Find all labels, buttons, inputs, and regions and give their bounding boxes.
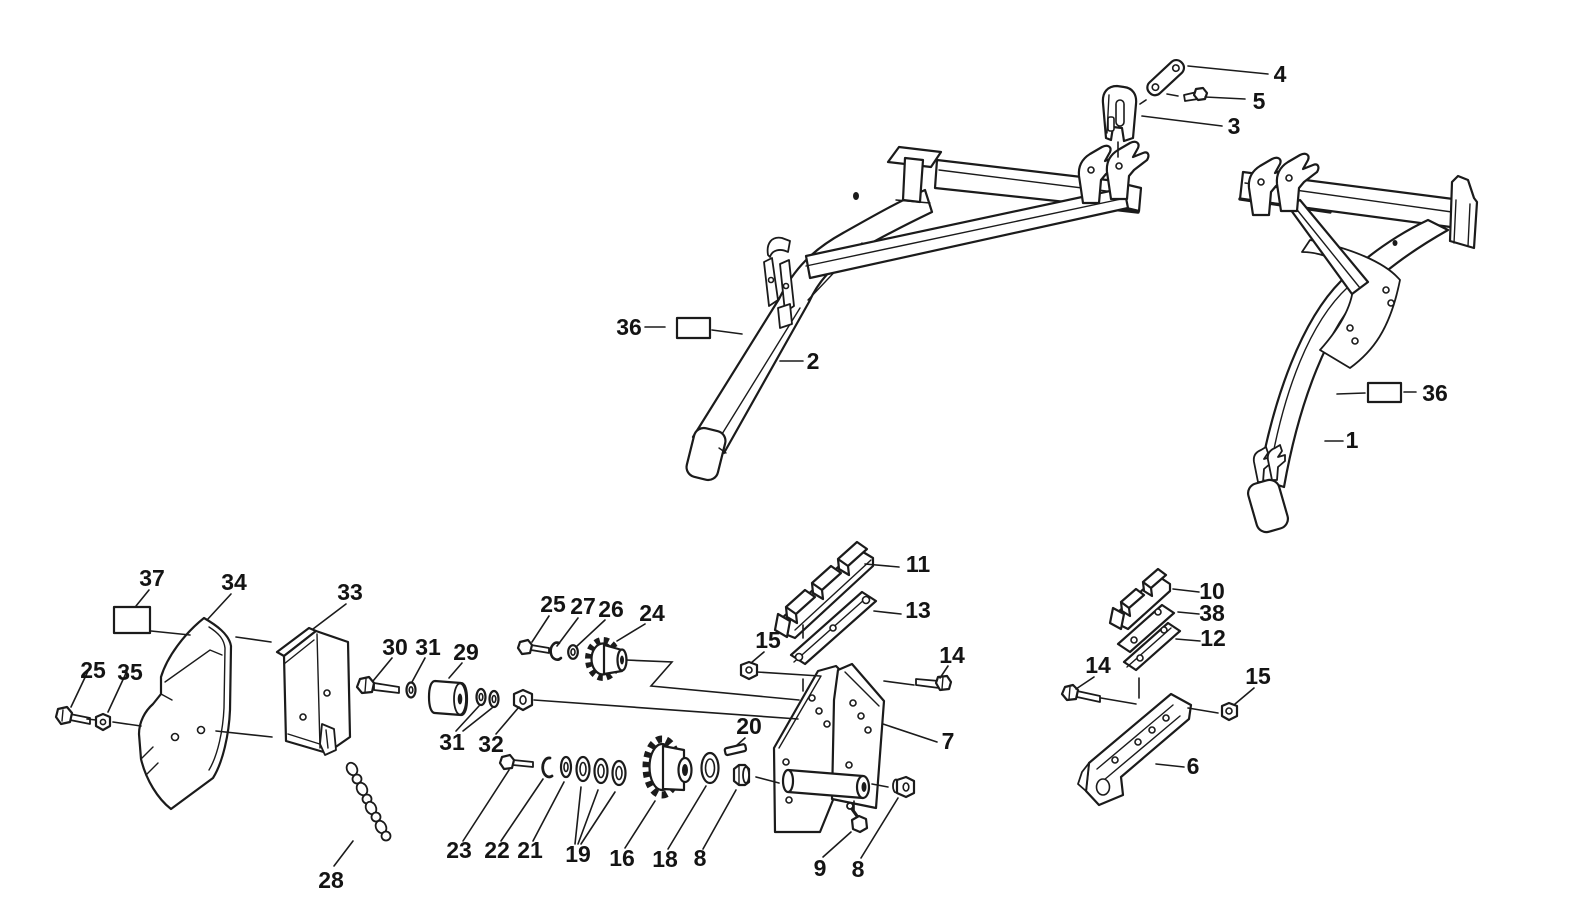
part-21-washer bbox=[559, 755, 573, 779]
callout-25-left: 25 bbox=[80, 657, 106, 683]
callout-31-lower: 31 bbox=[439, 729, 465, 755]
part-2-frame-left bbox=[685, 140, 1150, 482]
callout-34: 34 bbox=[221, 569, 247, 595]
callout-33: 33 bbox=[337, 579, 363, 605]
callout-labels: 4 5 3 36 2 36 1 37 34 33 25 35 30 31 29 … bbox=[80, 61, 1448, 893]
part-11-tread bbox=[773, 540, 875, 640]
callout-1: 1 bbox=[1346, 427, 1359, 453]
callout-16: 16 bbox=[609, 845, 635, 871]
part-24-sprocket bbox=[585, 637, 628, 681]
part-31-washer-a bbox=[405, 681, 417, 699]
callout-32: 32 bbox=[478, 731, 504, 757]
part-38-bar bbox=[1116, 603, 1176, 654]
callout-3: 3 bbox=[1228, 113, 1241, 139]
part-20-pin bbox=[723, 743, 748, 757]
callout-36-left: 36 bbox=[616, 314, 642, 340]
callout-30: 30 bbox=[382, 634, 408, 660]
callout-5: 5 bbox=[1253, 88, 1266, 114]
callout-10: 10 bbox=[1199, 578, 1225, 604]
callout-6: 6 bbox=[1187, 753, 1200, 779]
callout-24: 24 bbox=[639, 600, 665, 626]
part-28-chain bbox=[345, 761, 392, 842]
part-5-bolt bbox=[1183, 86, 1209, 102]
part-36-decal-left bbox=[675, 316, 712, 340]
callout-13: 13 bbox=[905, 597, 931, 623]
callout-19: 19 bbox=[565, 841, 591, 867]
callout-35: 35 bbox=[117, 659, 143, 685]
part-25-bolt-mid bbox=[516, 638, 550, 656]
callout-37: 37 bbox=[139, 565, 165, 591]
callout-8-left: 8 bbox=[694, 845, 707, 871]
part-34-chain-guard bbox=[137, 616, 233, 811]
part-27-clip bbox=[549, 641, 563, 661]
callout-18: 18 bbox=[652, 846, 678, 872]
callout-26: 26 bbox=[598, 596, 624, 622]
callout-25-mid: 25 bbox=[540, 591, 566, 617]
callout-14-mid: 14 bbox=[939, 642, 965, 668]
part-16-sprocket bbox=[642, 735, 693, 799]
callout-28: 28 bbox=[318, 867, 344, 893]
part-7-bracket bbox=[772, 662, 886, 834]
callout-12: 12 bbox=[1200, 625, 1226, 651]
part-14-bolt-mid bbox=[915, 674, 953, 692]
callout-8-right: 8 bbox=[852, 856, 865, 882]
part-15-nut-mid bbox=[739, 660, 759, 681]
part-18-ring bbox=[700, 751, 720, 785]
part-36-decal-right bbox=[1366, 381, 1403, 404]
part-3-bracket bbox=[1101, 84, 1138, 143]
callout-21: 21 bbox=[517, 837, 543, 863]
part-30-bolt bbox=[355, 675, 400, 695]
part-8-bushing bbox=[732, 763, 751, 787]
part-10-tread bbox=[1108, 567, 1172, 631]
part-4-link bbox=[1146, 58, 1186, 97]
callout-9: 9 bbox=[814, 855, 827, 881]
part-25-bolt-left bbox=[54, 705, 91, 726]
part-9-grease-fitting bbox=[846, 802, 869, 834]
part-32-nut bbox=[512, 688, 534, 712]
callout-11: 11 bbox=[906, 551, 931, 577]
callout-23: 23 bbox=[446, 837, 472, 863]
part-22-clip bbox=[541, 756, 554, 779]
part-13-bar bbox=[789, 590, 878, 666]
callout-7: 7 bbox=[942, 728, 955, 754]
part-26-washer bbox=[567, 644, 579, 660]
part-1-frame-right bbox=[1238, 152, 1479, 534]
part-15-nut-right bbox=[1220, 701, 1239, 722]
part-29-roller bbox=[427, 679, 469, 717]
part-31-washer-pair bbox=[475, 687, 500, 709]
callout-22: 22 bbox=[484, 837, 510, 863]
part-8-nut-right bbox=[892, 775, 916, 799]
callout-31-upper: 31 bbox=[415, 634, 441, 660]
part-33-bracket bbox=[275, 626, 352, 756]
callout-14-right: 14 bbox=[1085, 652, 1111, 678]
part-35-nut bbox=[94, 712, 112, 732]
part-14-bolt-right bbox=[1060, 683, 1101, 703]
callout-15-right: 15 bbox=[1245, 663, 1271, 689]
part-6-bracket bbox=[1077, 692, 1193, 807]
callout-15-mid: 15 bbox=[755, 627, 781, 653]
callout-20: 20 bbox=[736, 713, 762, 739]
part-23-bolt bbox=[498, 753, 534, 771]
part-37-decal bbox=[112, 605, 152, 635]
part-12-bar bbox=[1122, 621, 1182, 672]
callout-27: 27 bbox=[570, 593, 596, 619]
leader-lines bbox=[70, 65, 1417, 867]
callout-4: 4 bbox=[1274, 61, 1287, 87]
callout-2: 2 bbox=[807, 348, 820, 374]
part-19-washers bbox=[575, 755, 627, 787]
alignment-lines bbox=[86, 93, 1219, 811]
callout-29: 29 bbox=[453, 639, 479, 665]
callout-36-right: 36 bbox=[1422, 380, 1448, 406]
callout-38: 38 bbox=[1199, 600, 1225, 626]
